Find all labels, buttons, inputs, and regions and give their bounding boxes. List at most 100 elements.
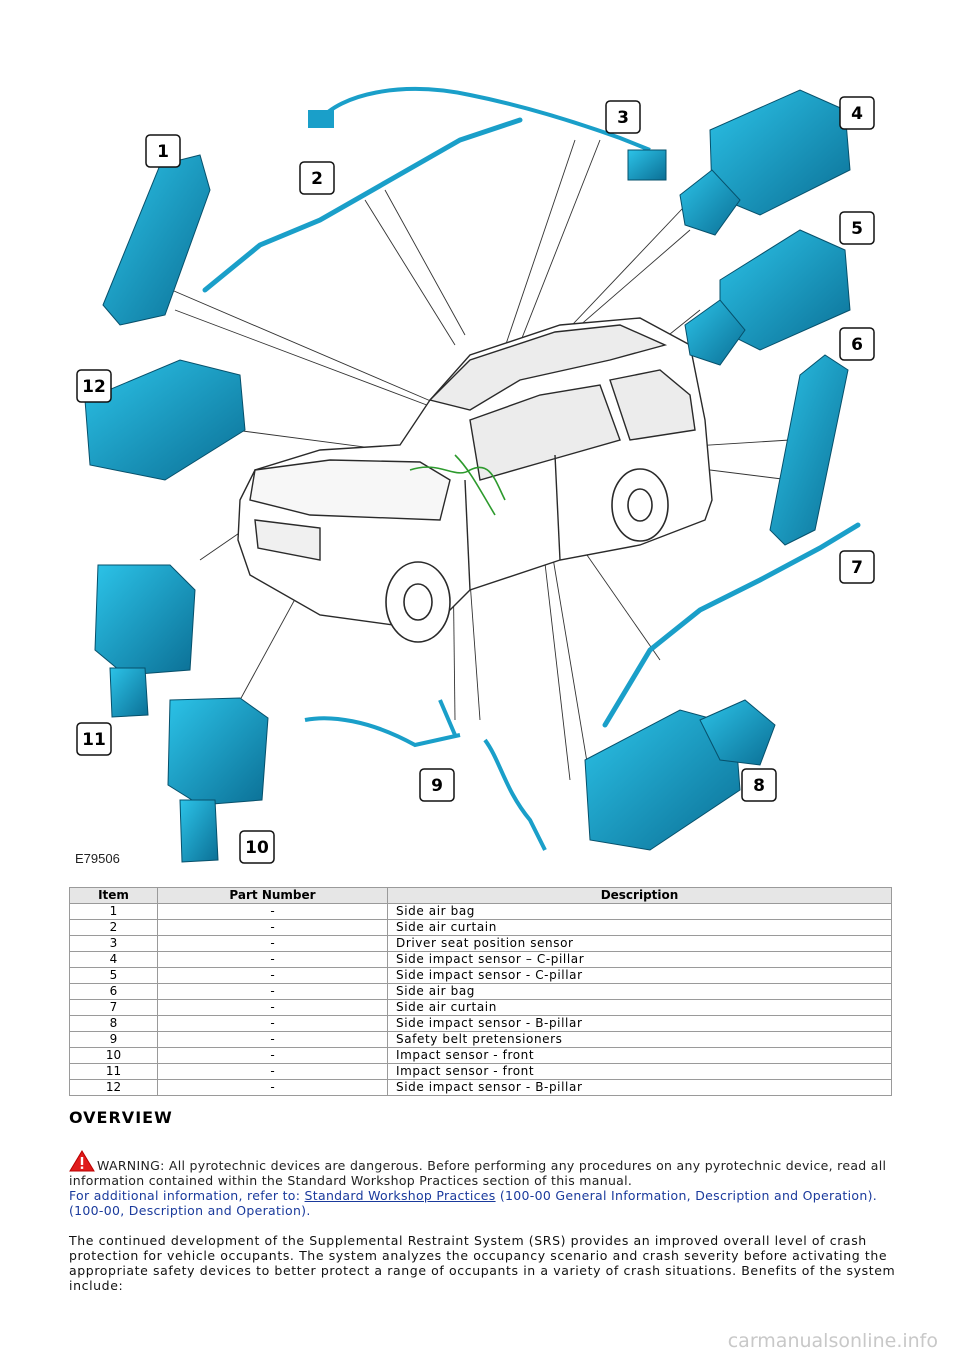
callout-label: 11 bbox=[82, 730, 106, 750]
callout-1: 1 bbox=[145, 134, 181, 168]
callout-label: 3 bbox=[617, 108, 629, 128]
table-row: 9-Safety belt pretensioners bbox=[69, 1031, 892, 1048]
description-cell: Side air curtain bbox=[387, 999, 892, 1016]
column-header: Description bbox=[387, 887, 892, 904]
description-cell: Side air bag bbox=[387, 903, 892, 920]
part-number-cell: - bbox=[157, 903, 388, 920]
callout-7: 7 bbox=[839, 550, 875, 584]
description-cell: Side impact sensor – C-pillar bbox=[387, 951, 892, 968]
component-10-impact-sensor bbox=[167, 697, 269, 863]
vehicle-wiring bbox=[409, 454, 506, 516]
item-number-cell: 8 bbox=[69, 1015, 158, 1032]
component-3-seat-position-sensor bbox=[308, 87, 667, 181]
callout-label: 12 bbox=[82, 377, 106, 397]
item-number-cell: 3 bbox=[69, 935, 158, 952]
table-row: 4-Side impact sensor – C-pillar bbox=[69, 951, 892, 968]
table-row: 7-Side air curtain bbox=[69, 999, 892, 1016]
component-2-side-air-curtain bbox=[202, 117, 523, 293]
callout-5: 5 bbox=[839, 211, 875, 245]
callout-9: 9 bbox=[419, 768, 455, 802]
callout-label: 5 bbox=[851, 219, 863, 239]
table-row: 1-Side air bag bbox=[69, 903, 892, 920]
description-cell: Safety belt pretensioners bbox=[387, 1031, 892, 1048]
callout-2: 2 bbox=[299, 161, 335, 195]
warning-triangle-icon bbox=[69, 1150, 95, 1172]
reference-prefix: For additional information, refer to: bbox=[69, 1188, 305, 1203]
description-cell: Driver seat position sensor bbox=[387, 935, 892, 952]
component-11-impact-sensor bbox=[94, 564, 196, 718]
vehicle-outline bbox=[237, 317, 713, 631]
item-number-cell: 5 bbox=[69, 967, 158, 984]
callout-10: 10 bbox=[239, 830, 275, 864]
reference-suffix: (100-00 General Information, Description… bbox=[69, 1188, 878, 1218]
item-number-cell: 7 bbox=[69, 999, 158, 1016]
item-number-cell: 4 bbox=[69, 951, 158, 968]
table-row: 8-Side impact sensor - B-pillar bbox=[69, 1015, 892, 1032]
table-row: 5-Side impact sensor - C-pillar bbox=[69, 967, 892, 984]
table-row: 2-Side air curtain bbox=[69, 919, 892, 936]
part-number-cell: - bbox=[157, 1047, 388, 1064]
srs-component-illustration: 1 2 3 4 5 6 7 8 9 10 11 12 E79506 bbox=[75, 87, 875, 866]
item-number-cell: 12 bbox=[69, 1079, 158, 1096]
part-number-cell: - bbox=[157, 967, 388, 984]
column-header: Item bbox=[69, 887, 158, 904]
warning-block: WARNING: All pyrotechnic devices are dan… bbox=[69, 1150, 899, 1218]
callout-label: 7 bbox=[851, 558, 863, 578]
callout-label: 4 bbox=[851, 104, 863, 124]
callout-3: 3 bbox=[605, 100, 641, 134]
callout-label: 10 bbox=[245, 838, 269, 858]
callout-label: 2 bbox=[311, 169, 323, 189]
part-number-cell: - bbox=[157, 1063, 388, 1080]
callout-label: 1 bbox=[157, 142, 169, 162]
part-number-cell: - bbox=[157, 1031, 388, 1048]
part-number-cell: - bbox=[157, 1079, 388, 1096]
part-number-cell: - bbox=[157, 935, 388, 952]
parts-table: Item Part Number Description 1-Side air … bbox=[69, 887, 892, 1096]
description-cell: Side impact sensor - C-pillar bbox=[387, 967, 892, 984]
description-cell: Impact sensor - front bbox=[387, 1063, 892, 1080]
description-cell: Side impact sensor - B-pillar bbox=[387, 1079, 892, 1096]
overview-paragraph: The continued development of the Supplem… bbox=[69, 1233, 896, 1293]
description-cell: Side air bag bbox=[387, 983, 892, 1000]
table-row: 11-Impact sensor - front bbox=[69, 1063, 892, 1080]
part-number-cell: - bbox=[157, 999, 388, 1016]
component-9-safety-belt-pretensioners bbox=[304, 699, 547, 851]
item-number-cell: 6 bbox=[69, 983, 158, 1000]
item-number-cell: 9 bbox=[69, 1031, 158, 1048]
column-header: Part Number bbox=[157, 887, 388, 904]
part-number-cell: - bbox=[157, 951, 388, 968]
callout-11: 11 bbox=[76, 722, 112, 756]
watermark: carmanualsonline.info bbox=[727, 1330, 938, 1352]
description-cell: Impact sensor - front bbox=[387, 1047, 892, 1064]
part-number-cell: - bbox=[157, 983, 388, 1000]
item-number-cell: 1 bbox=[69, 903, 158, 920]
warning-reference: For additional information, refer to: St… bbox=[69, 1188, 899, 1218]
component-4-side-impact-sensor bbox=[679, 89, 851, 236]
callout-label: 8 bbox=[753, 776, 765, 796]
callout-12: 12 bbox=[76, 369, 112, 403]
table-row: 3-Driver seat position sensor bbox=[69, 935, 892, 952]
description-cell: Side air curtain bbox=[387, 919, 892, 936]
component-5-side-impact-sensor bbox=[684, 229, 851, 366]
warning-text-line: WARNING: All pyrotechnic devices are dan… bbox=[69, 1150, 899, 1188]
component-12-side-impact-sensor bbox=[84, 359, 246, 481]
component-6-side-air-bag bbox=[769, 354, 849, 546]
table-header-row: Item Part Number Description bbox=[69, 887, 892, 904]
item-number-cell: 2 bbox=[69, 919, 158, 936]
standard-workshop-practices-link[interactable]: Standard Workshop Practices bbox=[304, 1188, 496, 1203]
warning-text: WARNING: All pyrotechnic devices are dan… bbox=[69, 1158, 887, 1188]
component-7-side-air-curtain bbox=[602, 522, 861, 728]
callout-6: 6 bbox=[839, 327, 875, 361]
figure-code: E79506 bbox=[75, 851, 120, 866]
part-number-cell: - bbox=[157, 919, 388, 936]
callout-4: 4 bbox=[839, 96, 875, 130]
callout-8: 8 bbox=[741, 768, 777, 802]
table-row: 6-Side air bag bbox=[69, 983, 892, 1000]
item-number-cell: 11 bbox=[69, 1063, 158, 1080]
callout-label: 9 bbox=[431, 776, 443, 796]
part-number-cell: - bbox=[157, 1015, 388, 1032]
item-number-cell: 10 bbox=[69, 1047, 158, 1064]
table-row: 10-Impact sensor - front bbox=[69, 1047, 892, 1064]
table-row: 12-Side impact sensor - B-pillar bbox=[69, 1079, 892, 1096]
description-cell: Side impact sensor - B-pillar bbox=[387, 1015, 892, 1032]
